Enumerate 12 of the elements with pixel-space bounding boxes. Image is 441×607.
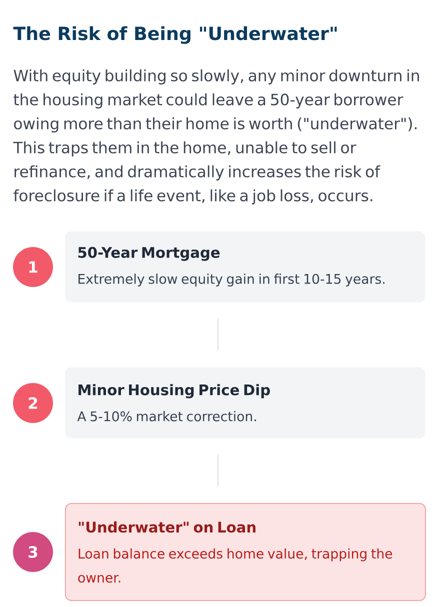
number-badge: 3 <box>13 532 53 572</box>
step-description: A 5-10% market correction. <box>77 411 256 422</box>
intro-paragraph: With equity building so slowly, any minor downturn in the housing market could leave a 50-year borrower owing more than their home is worth ("underwater"). This traps them in the home, unable to sell or refinance, and dramatically increases the risk of foreclosure if a life event, like a job loss, occurs. <box>13 69 419 204</box>
step-description: Extremely slow equity gain in first 10-15 years. <box>78 274 384 286</box>
number-badge: 2 <box>13 383 53 423</box>
step-title: "Underwater" on Loan <box>78 521 256 533</box>
step-card <box>65 503 426 601</box>
step-title: 50-Year Mortgage <box>78 246 220 261</box>
title: The Risk of Being "Underwater" <box>13 26 337 44</box>
step-description: Loan balance exceeds home value, trapping the owner. <box>78 548 392 583</box>
step-title: Minor Housing Price Dip <box>78 384 270 398</box>
number-badge: 1 <box>13 247 53 287</box>
